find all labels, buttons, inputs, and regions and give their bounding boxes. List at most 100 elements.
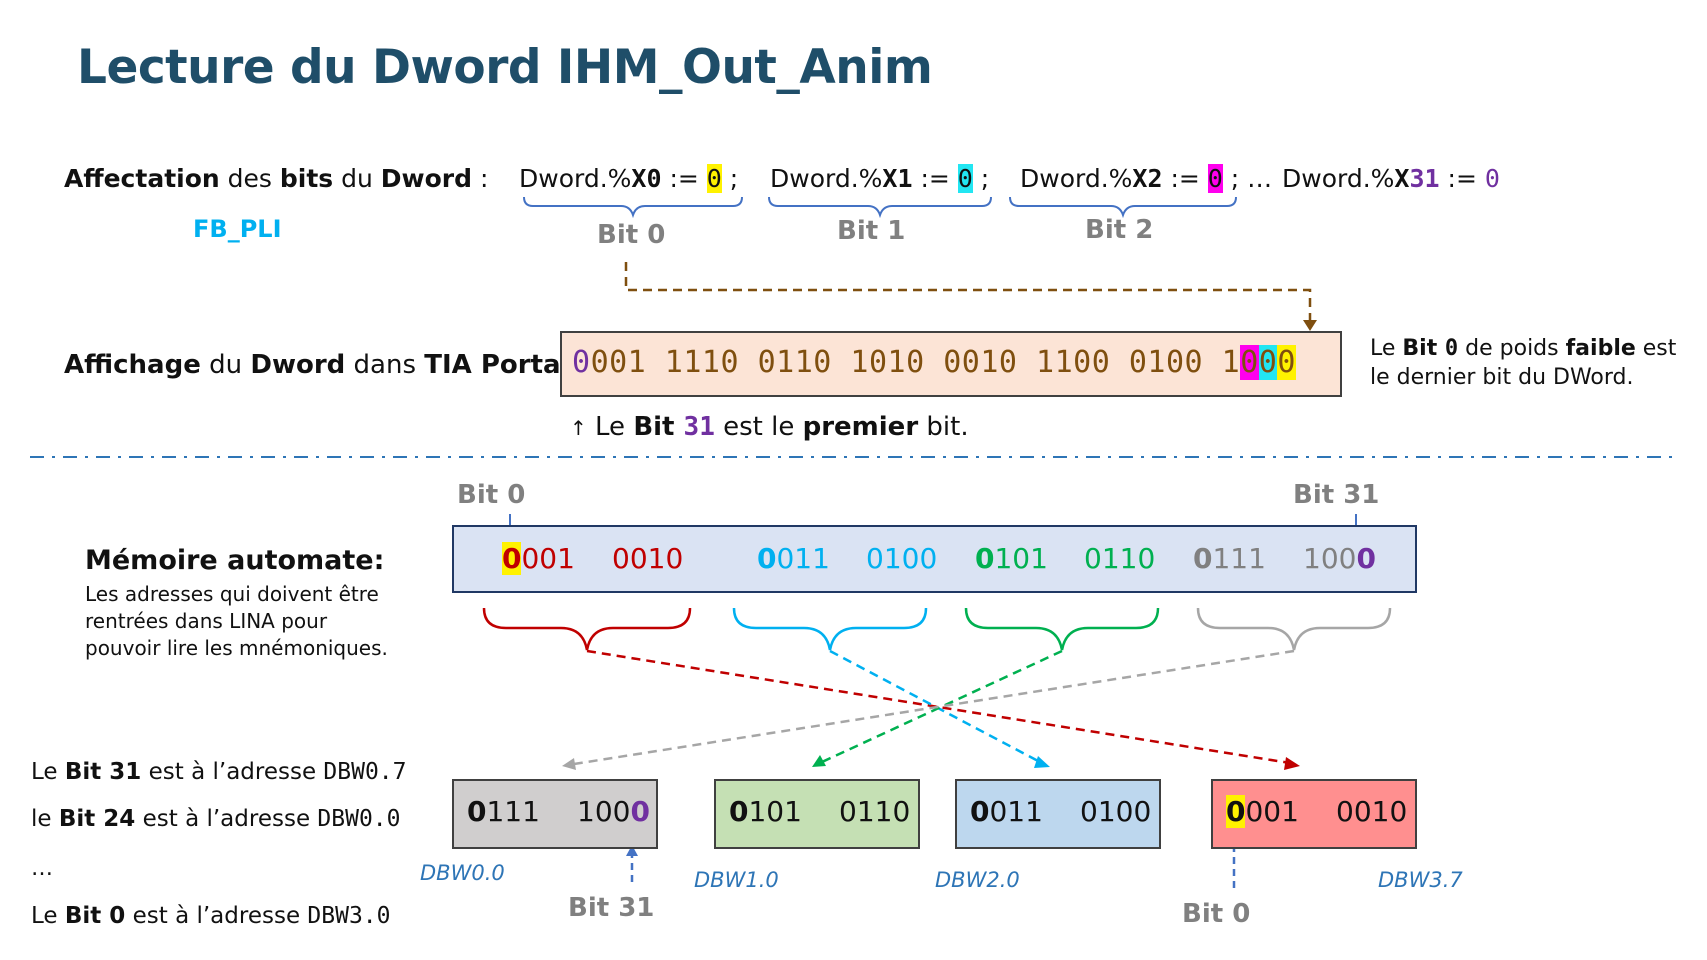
t: Bit 24 <box>58 806 136 832</box>
t: 111 <box>486 795 540 828</box>
note-bit24: le Bit 24 est à l’adresse DBW0.0 <box>31 806 401 832</box>
memory-desc-2: rentrées dans LINA pour <box>85 609 328 633</box>
t: est à l’adresse <box>141 759 324 785</box>
brown-dashed-arrow <box>624 262 1312 322</box>
t: est <box>1635 336 1677 361</box>
assignment-x2: Dword.%X2 := 0 ; … <box>1020 164 1272 193</box>
red-dashed-arrow <box>586 649 1291 765</box>
brace-bit1 <box>768 196 992 219</box>
dword-prefix: Dword.% <box>770 164 883 193</box>
bit1-digit: 0 <box>1258 345 1278 380</box>
dbw3-box <box>1211 779 1417 849</box>
du-word: du <box>200 350 251 380</box>
affichage-word: Affichage <box>64 350 201 380</box>
tia-portal-word: TIA Portal <box>424 350 570 380</box>
t: faible <box>1565 336 1636 361</box>
mem-bit31-label: Bit 31 <box>1293 480 1380 510</box>
t: 0 <box>1444 336 1459 361</box>
dbw2-nibble-2: 0100 <box>1080 795 1152 828</box>
t: Bit 31 <box>64 759 142 785</box>
tia-value: 0001 1110 0110 1010 0010 1100 0100 1000 <box>572 345 1296 380</box>
assign-op: := <box>1439 164 1485 193</box>
t: Bit 0 <box>64 903 126 929</box>
brace-cyan <box>732 607 928 651</box>
x-token: X <box>1394 164 1410 193</box>
dbw3-label: DBW3.7 <box>1378 868 1463 892</box>
tia-label: Affichage du Dword dans TIA Portal : <box>64 350 589 380</box>
dans-word: dans <box>345 350 425 380</box>
t: 0 <box>970 795 990 828</box>
dbw2-nibble-1: 0011 <box>970 795 1043 828</box>
bit2-digit: 0 <box>1240 345 1259 380</box>
t: est à l’adresse <box>125 903 308 929</box>
dbw1-box <box>714 779 920 849</box>
mem-nibble-3: 0011 <box>757 542 830 575</box>
t: de poids <box>1458 336 1566 361</box>
t: 0 <box>729 795 749 828</box>
mem-nibble-2: 0010 <box>612 542 684 575</box>
bit31-note: ↑ Le Bit 31 est le premier bit. <box>570 412 969 442</box>
dbw0-label: DBW0.0 <box>420 861 505 885</box>
t: 0 <box>1226 795 1246 828</box>
dbw-bit0-label: Bit 0 <box>1182 899 1251 929</box>
x1-value: 0 <box>957 164 973 193</box>
t: Le <box>31 759 65 785</box>
assign-op: := <box>661 164 707 193</box>
t: 0 <box>630 795 650 828</box>
dbw-bit31-label: Bit 31 <box>568 893 655 923</box>
t: bit. <box>918 412 969 442</box>
dbw1-label: DBW1.0 <box>694 868 779 892</box>
tia-value-box <box>560 331 1342 397</box>
separator: ; <box>972 164 990 193</box>
du-word: du <box>333 164 381 193</box>
dword-prefix: Dword.% <box>519 164 632 193</box>
dbw2-box <box>955 779 1161 849</box>
green-dashed-arrow <box>821 649 1063 764</box>
t: est le <box>714 412 803 442</box>
dword-prefix: Dword.% <box>1282 164 1395 193</box>
page-title: Lecture du Dword IHM_Out_Anim <box>77 40 933 95</box>
x1-token: X1 <box>882 164 913 193</box>
dword-prefix: Dword.% <box>1020 164 1133 193</box>
t: est à l’adresse <box>135 806 318 832</box>
t: 0 <box>467 795 487 828</box>
bit1-label: Bit 1 <box>837 216 906 246</box>
x31-number: 31 <box>1409 164 1440 193</box>
mem-nibble-7: 0111 <box>1193 542 1266 575</box>
brace-green <box>964 607 1160 651</box>
dbw1-nibble-1: 0101 <box>729 795 802 828</box>
mem-nibble-8: 1000 <box>1303 542 1376 575</box>
t: premier <box>802 412 919 442</box>
t: DBW0.7 <box>323 759 407 785</box>
t: 0 <box>502 542 522 575</box>
note-bit0: Le Bit 0 est à l’adresse DBW3.0 <box>31 903 391 929</box>
t: 31 <box>683 412 715 442</box>
mem-nibble-1: 0001 <box>502 542 575 575</box>
separator: ; … <box>1222 164 1273 193</box>
note-ellipsis: … <box>31 856 53 881</box>
separator: ; <box>721 164 739 193</box>
t: DBW0.0 <box>317 806 401 832</box>
fb-pli-label: FB_PLI <box>193 215 282 243</box>
mem-nibble-5: 0101 <box>975 542 1048 575</box>
note-bit31: Le Bit 31 est à l’adresse DBW0.7 <box>31 759 407 785</box>
dword-word: Dword <box>380 164 473 193</box>
dword-word: Dword <box>250 350 346 380</box>
affectation-word: Affectation <box>64 164 220 193</box>
t: Bit <box>633 412 684 442</box>
affectation-label: Affectation des bits du Dword : <box>64 164 488 193</box>
t: 001 <box>1245 795 1299 828</box>
t: 0 <box>757 542 777 575</box>
dbw3-nibble-1: 0001 <box>1226 795 1299 828</box>
t: le <box>31 806 59 832</box>
des-word: des <box>219 164 280 193</box>
t: Le <box>1370 336 1403 361</box>
memory-title: Mémoire automate: <box>85 545 385 576</box>
t: DBW3.0 <box>307 903 391 929</box>
t: 0 <box>1356 542 1376 575</box>
dbw0-box <box>452 779 658 849</box>
bit2-label: Bit 2 <box>1085 215 1154 245</box>
x0-value: 0 <box>706 164 722 193</box>
colon: : <box>472 164 489 193</box>
